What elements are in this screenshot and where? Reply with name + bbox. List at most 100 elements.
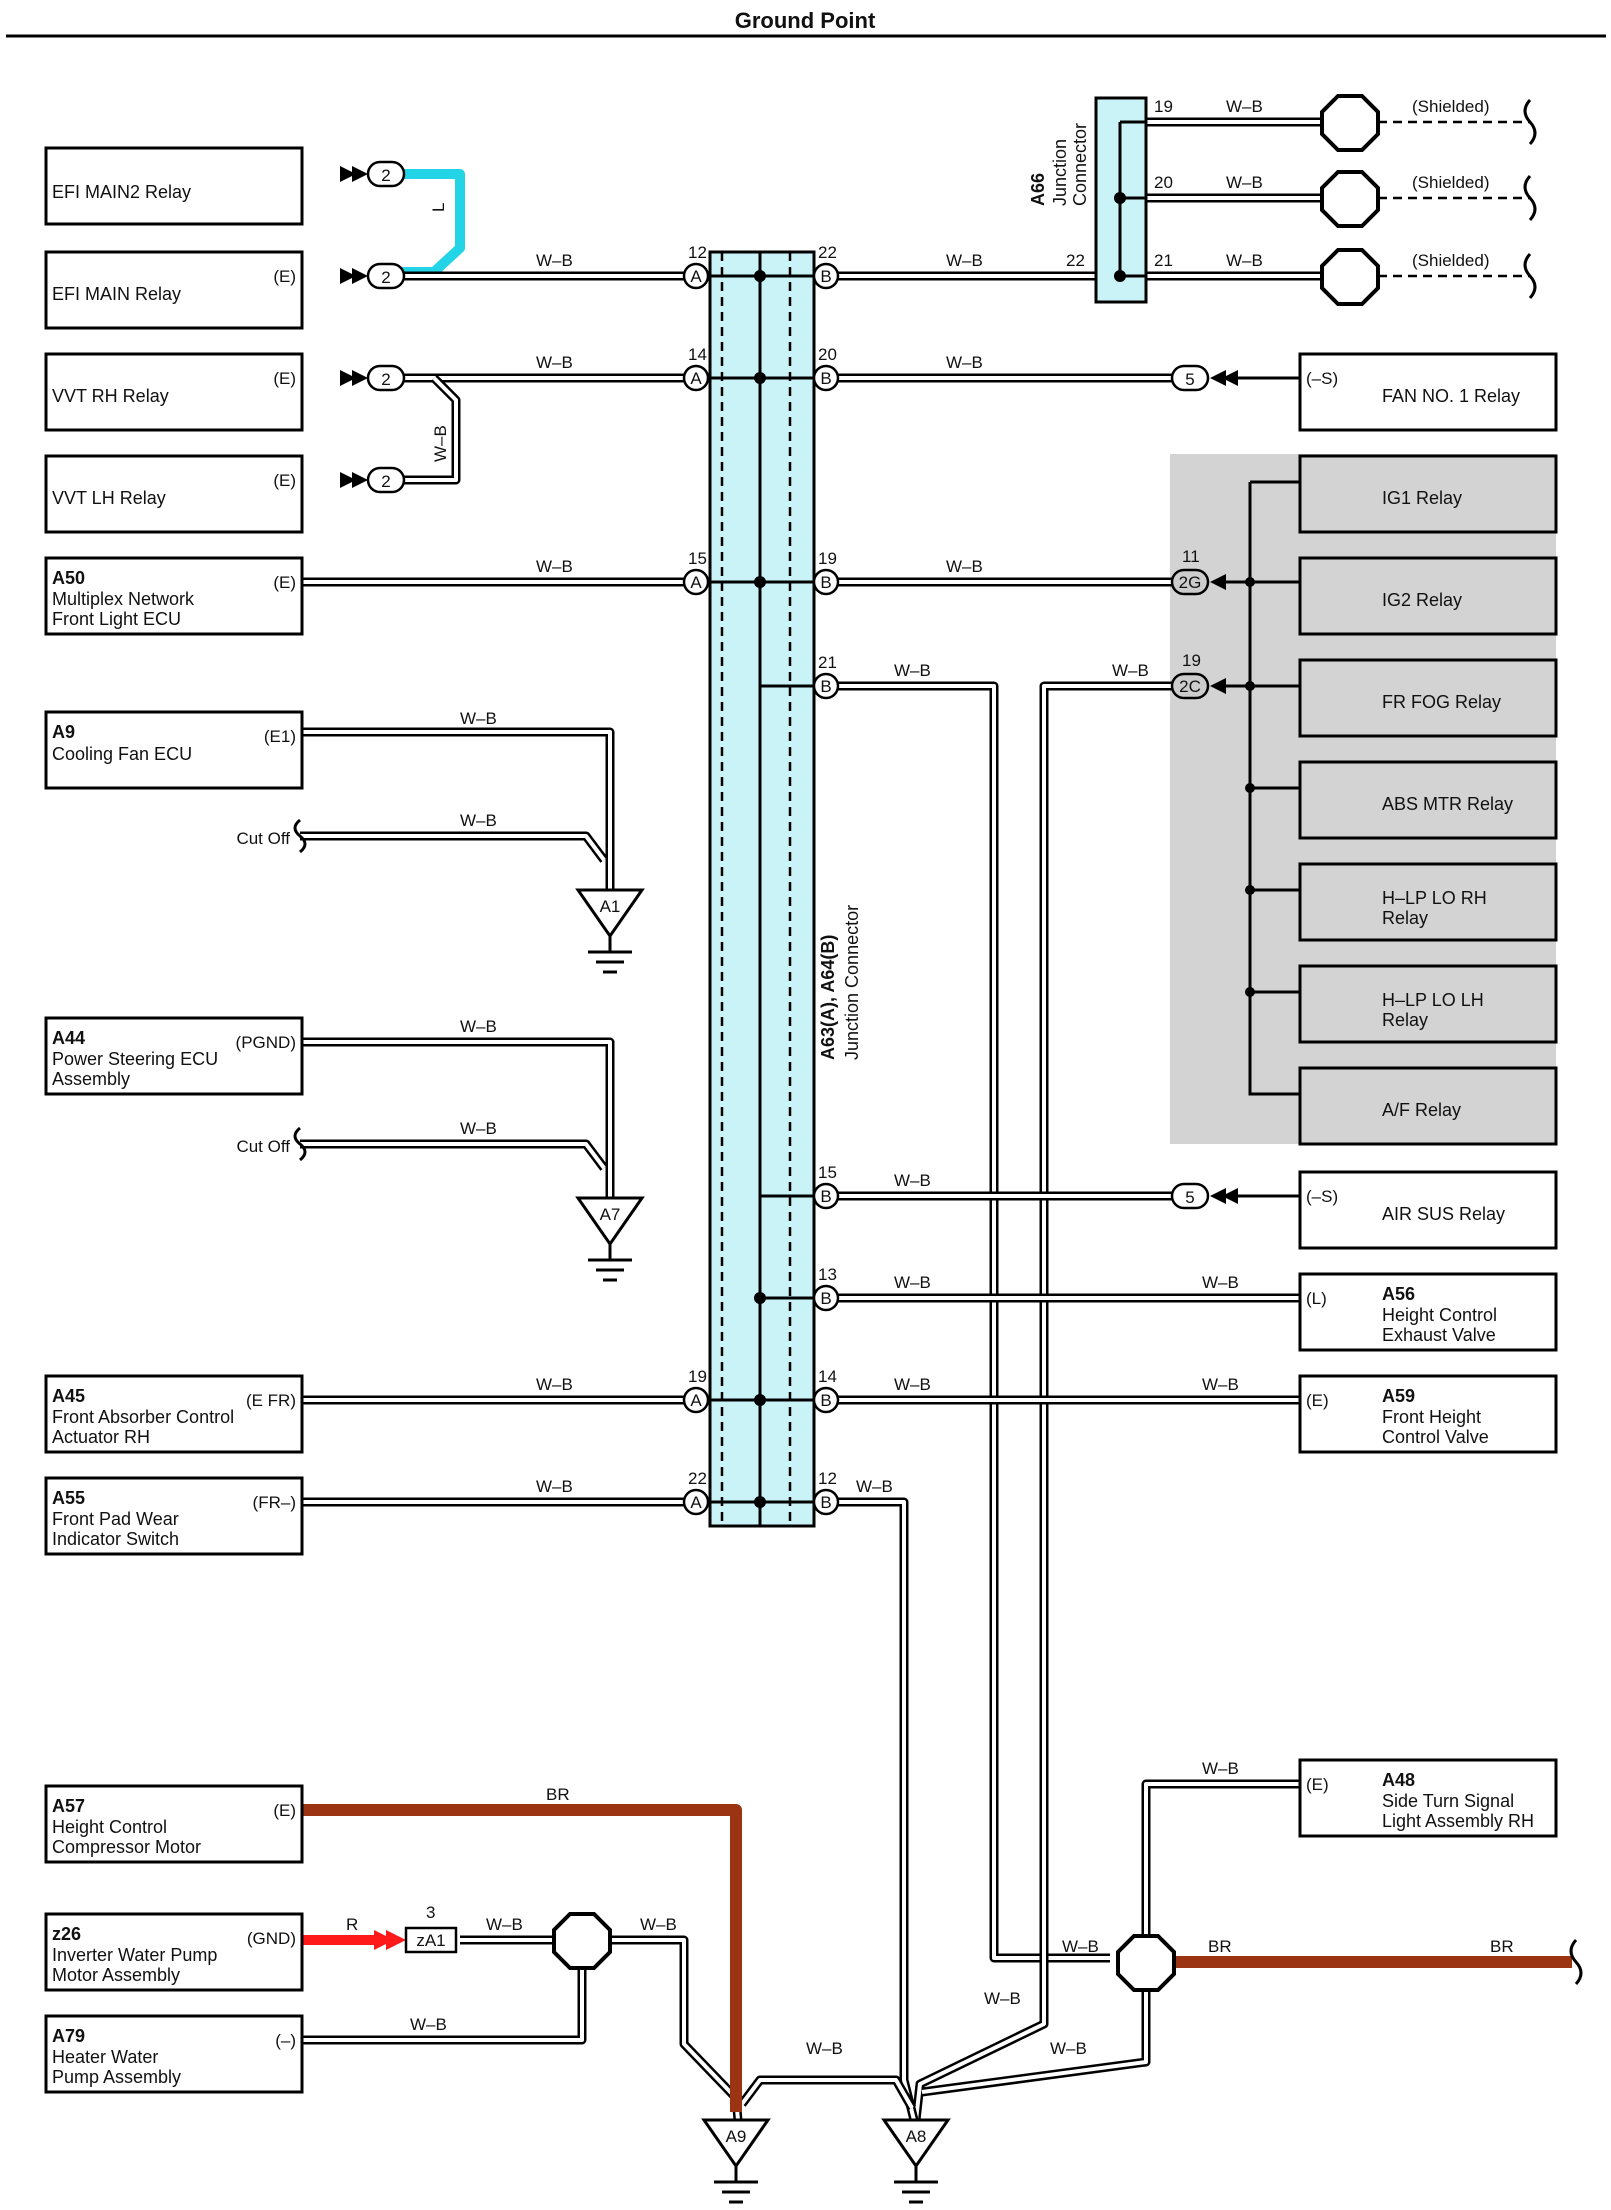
component-name: Cooling Fan ECU	[52, 744, 192, 764]
ground-a7: A7	[575, 1196, 645, 1282]
component-a50: A50 Multiplex Network Front Light ECU (E…	[44, 556, 304, 636]
component-code: A44	[52, 1028, 85, 1048]
pin-letter: B	[820, 1493, 831, 1512]
pin-a19: A	[682, 1386, 710, 1414]
shielded-label: (Shielded)	[1412, 97, 1490, 116]
pin-label: 2	[381, 166, 390, 185]
pin-a15: A	[682, 568, 710, 596]
component-name: Front Height	[1382, 1407, 1481, 1427]
pin-label: 2	[381, 268, 390, 287]
component-name: Indicator Switch	[52, 1529, 179, 1549]
cut-off-break	[293, 1126, 307, 1162]
cut-off-label: Cut Off	[236, 829, 290, 848]
wire-color-label: W–B	[536, 251, 573, 270]
component-name: Power Steering ECU	[52, 1049, 218, 1069]
component-code: A79	[52, 2026, 85, 2046]
pin-b20: B	[812, 364, 840, 392]
relay-name: FR FOG Relay	[1382, 692, 1501, 712]
ground-label: A9	[726, 2127, 747, 2146]
wire-color-label: W–B	[856, 1477, 893, 1496]
component-terminal: (L)	[1306, 1289, 1327, 1308]
pin-number: 14	[818, 1367, 837, 1386]
relay-name: H–LP LO LH	[1382, 990, 1484, 1010]
pin-letter: A	[690, 1493, 702, 1512]
wire-color-label: W–B	[1202, 1273, 1239, 1292]
component-code: A57	[52, 1796, 85, 1816]
component-code: A45	[52, 1386, 85, 1406]
splice-octagon	[552, 1912, 612, 1970]
pin-label: 2G	[1179, 573, 1202, 592]
pin-2c: 2C	[1170, 672, 1226, 700]
component-name: Control Valve	[1382, 1427, 1489, 1447]
wire-color-label: W–B	[894, 1171, 931, 1190]
pin-letter: B	[820, 677, 831, 696]
relay-hlp-lo-lh: H–LP LO LH Relay	[1298, 964, 1558, 1044]
pin-number: 19	[1182, 651, 1201, 670]
component-name: Height Control	[1382, 1305, 1497, 1325]
pin-a14: A	[682, 364, 710, 392]
component-code: A9	[52, 722, 75, 742]
component-a44: A44 Power Steering ECU Assembly (PGND)	[44, 1016, 304, 1096]
component-terminal: (GND)	[247, 1929, 296, 1948]
pin-b13: B	[812, 1284, 840, 1312]
junction-a66-label-1: Junction	[1050, 139, 1070, 206]
component-terminal: (FR–)	[253, 1493, 296, 1512]
shield-octagon	[1320, 248, 1380, 306]
pin-number: 20	[1154, 173, 1173, 192]
wire-color-label: BR	[546, 1785, 570, 1804]
component-name: EFI MAIN2 Relay	[52, 182, 191, 202]
component-name: Front Pad Wear	[52, 1509, 179, 1529]
pin-2g: 2G	[1170, 568, 1226, 596]
pin-label: 2	[381, 472, 390, 491]
component-terminal: (–S)	[1306, 369, 1338, 388]
junction-connector-a63-a64: A63(A), A64(B) Junction Connector	[700, 250, 862, 1528]
component-a59: A59 Front Height Control Valve (E)	[1298, 1374, 1558, 1454]
junction-main-label: Junction Connector	[842, 905, 862, 1060]
ground-a1: A1	[575, 888, 645, 974]
pin-b19: B	[812, 568, 840, 596]
wire-color-label: BR	[1490, 1937, 1514, 1956]
wire-color-label: W–B	[1226, 173, 1263, 192]
component-a55: A55 Front Pad Wear Indicator Switch (FR–…	[44, 1476, 304, 1556]
relay-name: Relay	[1382, 1010, 1428, 1030]
pin-label: 2	[381, 370, 390, 389]
component-name: Height Control	[52, 1817, 167, 1837]
wire-color-label: W–B	[894, 1273, 931, 1292]
cut-off-label: Cut Off	[236, 1137, 290, 1156]
ground-a9: A9	[701, 2118, 771, 2204]
component-terminal: (E)	[273, 471, 296, 490]
relay-name: IG1 Relay	[1382, 488, 1462, 508]
wire-color-label: W–B	[460, 811, 497, 830]
component-name: Exhaust Valve	[1382, 1325, 1496, 1345]
pin-letter: B	[820, 369, 831, 388]
ground-a8: A8	[881, 2118, 951, 2204]
shield-octagon	[1320, 94, 1380, 152]
pin-letter: A	[690, 1391, 702, 1410]
wire-color-label: W–B	[460, 1119, 497, 1138]
component-terminal: (E1)	[264, 727, 296, 746]
component-name: Actuator RH	[52, 1427, 150, 1447]
component-air-sus-relay: AIR SUS Relay (–S)	[1298, 1170, 1558, 1250]
component-terminal: (E)	[273, 267, 296, 286]
relay-ig1: IG1 Relay	[1298, 454, 1558, 534]
component-code: A56	[1382, 1284, 1415, 1304]
wire-color-label: W–B	[460, 709, 497, 728]
wire-color-label: W–B	[486, 1915, 523, 1934]
splice-octagon	[1116, 1934, 1176, 1992]
pin-letter: B	[820, 1289, 831, 1308]
relay-name: IG2 Relay	[1382, 590, 1462, 610]
pin-number: 22	[688, 1469, 707, 1488]
wire-color-label: W–B	[946, 251, 983, 270]
relay-name: H–LP LO RH	[1382, 888, 1487, 908]
connector-pins: 2 2 2 2 A A A A A B B B B B B B B	[340, 160, 1300, 1954]
component-name: Front Light ECU	[52, 609, 181, 629]
wire-color-label: W–B	[1112, 661, 1149, 680]
relay-abs-mtr: ABS MTR Relay	[1298, 760, 1558, 840]
component-name: Heater Water	[52, 2047, 158, 2067]
ground-label: A7	[600, 1205, 621, 1224]
left-components: EFI MAIN2 Relay EFI MAIN Relay (E) VVT R…	[44, 146, 304, 2094]
ground-label: A8	[906, 2127, 927, 2146]
component-code: z26	[52, 1924, 81, 1944]
